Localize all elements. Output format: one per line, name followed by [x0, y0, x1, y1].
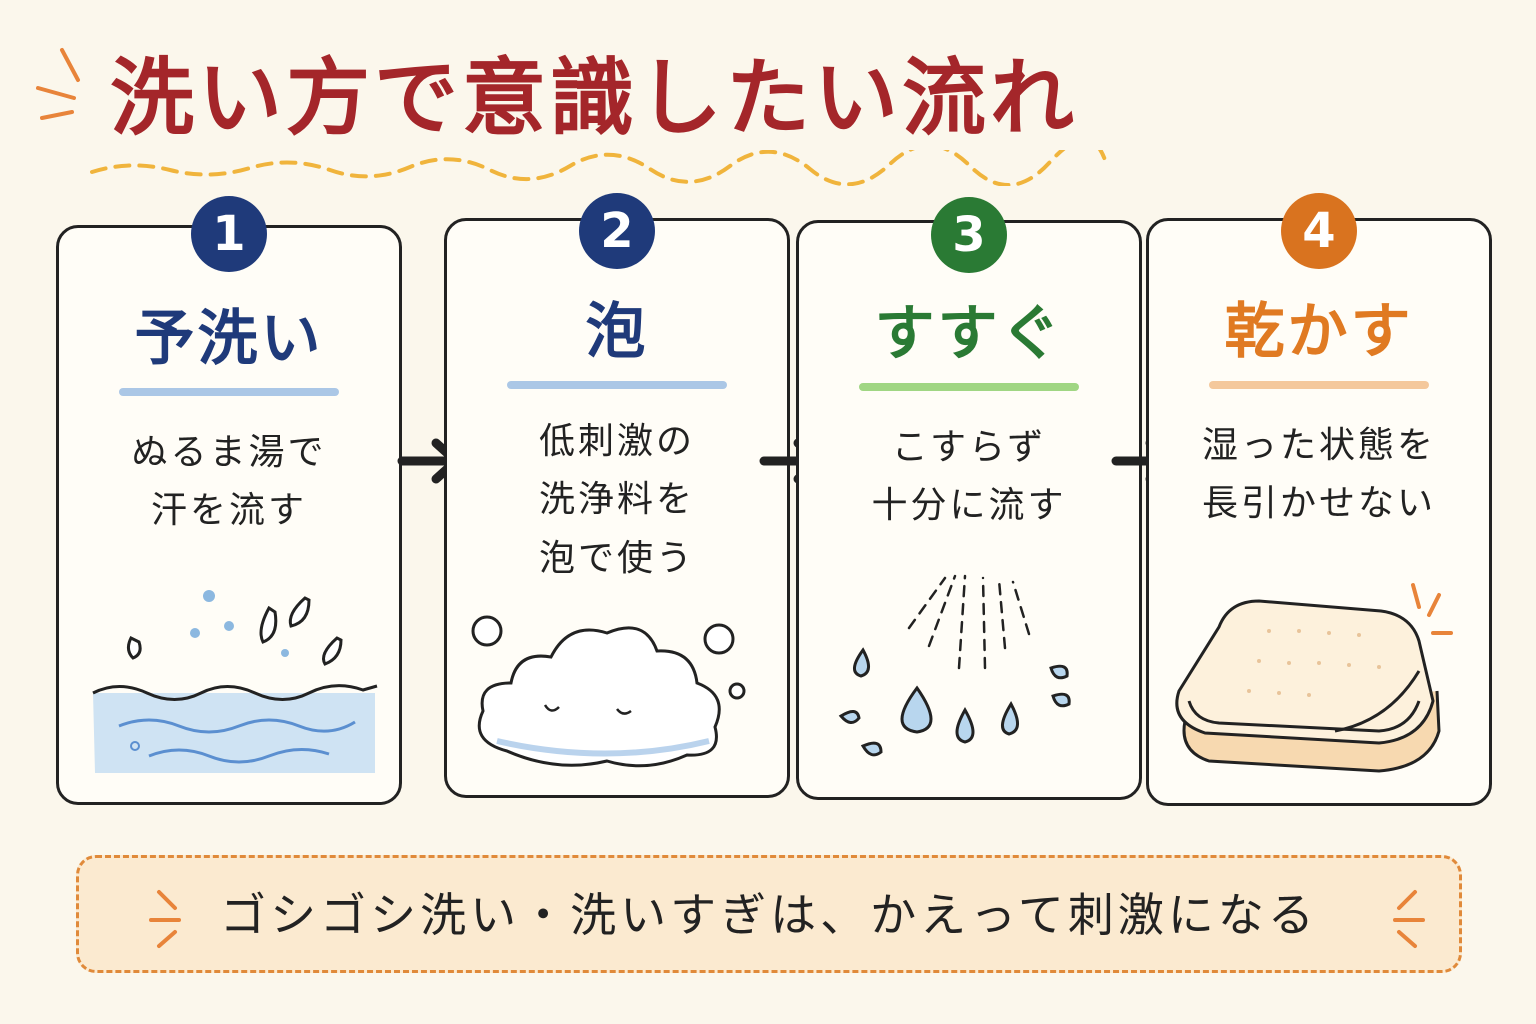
step-title: 乾かす [1224, 297, 1414, 367]
folded-towel-icon [1175, 583, 1453, 773]
step-number: 1 [212, 206, 246, 262]
warning-note-text: ゴシゴシ洗い・洗いすぎは、かえって刺激になる [220, 888, 1318, 942]
step-card-3: 3 すすぐ こすらず 十分に流す [796, 197, 1142, 800]
shower-drops-icon [838, 574, 1071, 757]
foam-cloud-icon [471, 615, 746, 768]
warning-note: ゴシゴシ洗い・洗いすぎは、かえって刺激になる [76, 855, 1462, 973]
step-description: ぬるま湯で 汗を流す [131, 432, 327, 532]
step-card-2: 2 泡 低刺激の 洗浄料を 泡で使う [444, 193, 790, 798]
title-underline [90, 150, 1107, 186]
step-number: 2 [600, 203, 634, 259]
step-title-underline [507, 381, 727, 389]
water-wave-icon [92, 590, 378, 773]
step-number: 4 [1302, 203, 1336, 259]
step-number: 3 [952, 207, 986, 263]
step-title-underline [119, 388, 339, 396]
sparkle-icon [149, 890, 181, 948]
step-title: すすぐ [874, 299, 1064, 369]
step-title-underline [859, 383, 1079, 391]
step-number-badge: 3 [931, 197, 1007, 273]
step-number-badge: 1 [191, 196, 267, 272]
sparkle-icon [1393, 890, 1425, 948]
step-number-badge: 4 [1281, 193, 1357, 269]
sparkle-icon [36, 48, 80, 120]
step-title-underline [1209, 381, 1429, 389]
step-card-1: 1 予洗い ぬるま湯で 汗を流す [56, 196, 402, 805]
step-title: 泡 [585, 297, 649, 367]
step-card-4: 4 乾かす 湿った状態を 長引かせない [1146, 193, 1492, 806]
page-title: 洗い方で意識したい流れ [110, 49, 1079, 147]
step-description: こすらず 十分に流す [871, 427, 1067, 527]
step-description: 低刺激の 洗浄料を 泡で使う [538, 421, 695, 579]
step-number-badge: 2 [579, 193, 655, 269]
step-description: 湿った状態を 長引かせない [1201, 425, 1436, 525]
step-title: 予洗い [134, 304, 324, 374]
